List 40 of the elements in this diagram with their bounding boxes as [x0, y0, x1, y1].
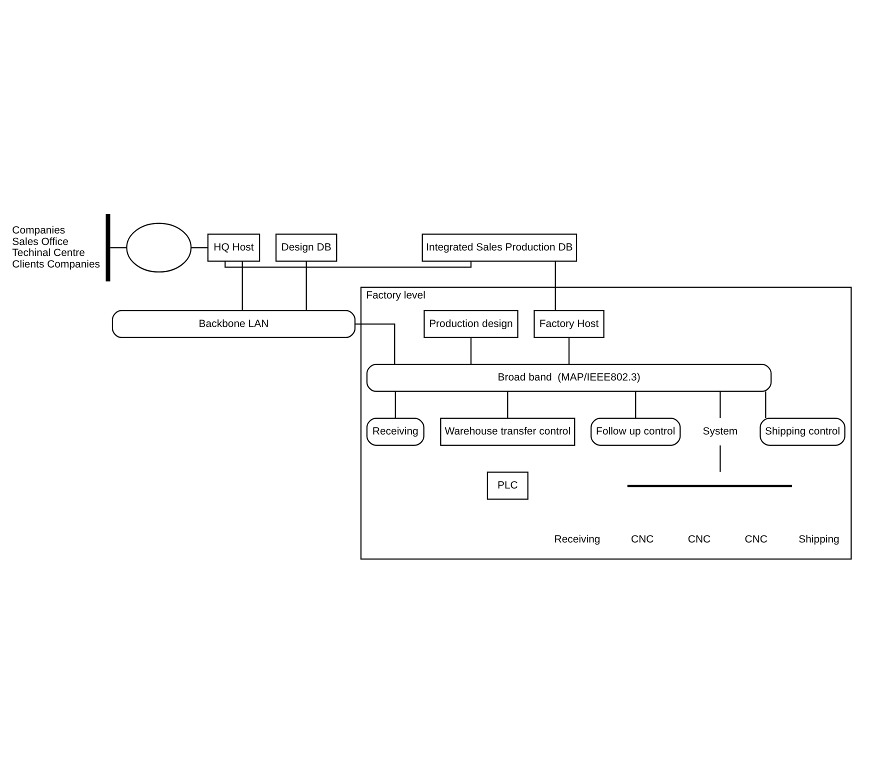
label: CNC — [688, 534, 711, 546]
connector — [765, 392, 766, 418]
connector — [470, 338, 472, 364]
connector — [224, 261, 472, 268]
connector — [635, 392, 636, 418]
node-label: Techinal Centre — [12, 248, 85, 260]
node-box: Factory Host — [534, 310, 604, 338]
node-box: Shipping control — [760, 418, 846, 446]
node-circle — [126, 222, 192, 273]
node-box: Design DB — [275, 234, 338, 262]
connector — [720, 392, 721, 418]
connector — [554, 261, 556, 310]
node-bar — [106, 214, 110, 282]
node-box: Integrated Sales Production DB — [422, 234, 578, 262]
connector — [242, 261, 243, 310]
connector — [507, 392, 508, 418]
node-box: Warehouse transfer control — [440, 418, 576, 446]
node-box: Broad band (MAP/IEEE802.3) — [366, 364, 772, 392]
connector — [568, 338, 570, 364]
connector — [191, 247, 208, 248]
label: Receiving — [554, 534, 600, 546]
label: Shipping — [798, 534, 840, 546]
node-box: PLC — [486, 472, 528, 500]
connector — [306, 261, 307, 310]
label: CNC — [744, 534, 768, 546]
node-box: Receiving — [366, 418, 424, 446]
node-box: Backbone LAN — [112, 310, 356, 338]
node-label: Sales Office — [12, 236, 68, 248]
label: CNC — [631, 534, 654, 546]
connector — [110, 247, 126, 248]
node-box: Follow up control — [590, 418, 681, 446]
node-text: System — [702, 426, 738, 438]
node-label: Companies — [12, 226, 66, 237]
connector — [355, 323, 396, 364]
node-box: Production design — [424, 310, 518, 338]
node-box: HQ Host — [207, 234, 260, 262]
connector — [720, 445, 721, 472]
node-label: Clients Companies — [12, 259, 100, 270]
connector — [394, 392, 396, 418]
node-bar — [627, 484, 792, 488]
